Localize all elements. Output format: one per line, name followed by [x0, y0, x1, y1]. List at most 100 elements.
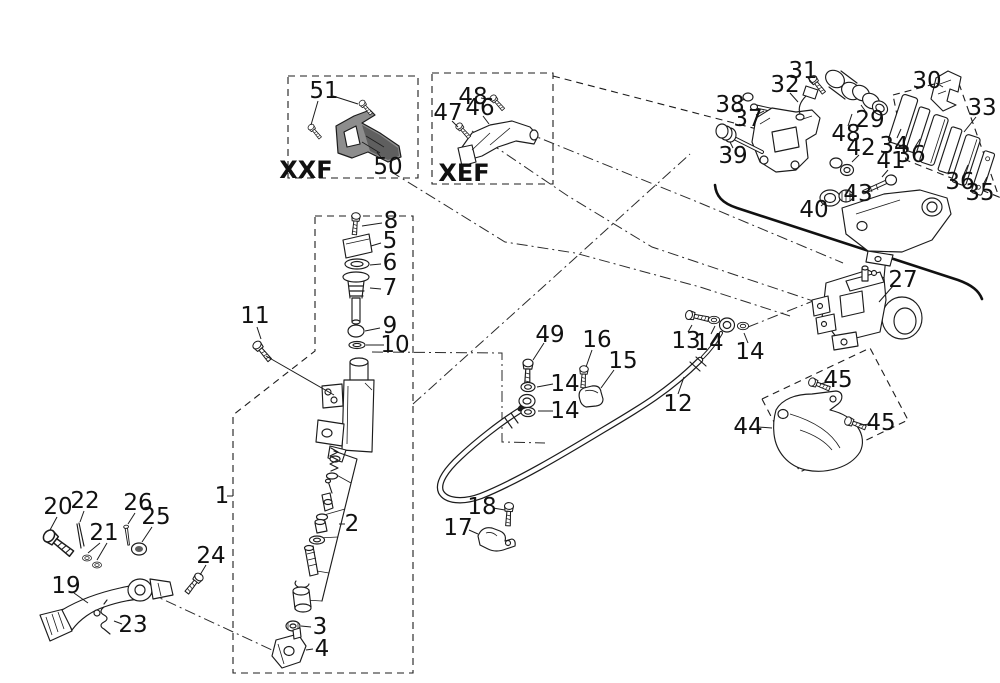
- callout-leader-line: [482, 115, 490, 125]
- callout-leader-line: [710, 325, 716, 335]
- section-divider-curve: [713, 183, 984, 301]
- callout-leader-line: [677, 376, 685, 395]
- callout-leader-line: [113, 620, 123, 625]
- section-label-xxf: XXF: [279, 156, 332, 184]
- banjo-bolt-13: [684, 309, 710, 325]
- callout-leader-line: [87, 542, 101, 554]
- part-callout-14: 14: [694, 330, 723, 356]
- screw-18: [502, 501, 515, 527]
- part-callout-35: 35: [965, 180, 994, 206]
- part-callout-19: 19: [51, 573, 80, 599]
- cotter-pin-22: [76, 522, 85, 549]
- part-callout-31: 31: [788, 58, 817, 84]
- callout-leader-line: [914, 138, 921, 148]
- caliper-assembled-27: [811, 265, 923, 351]
- part-callout-37: 37: [733, 106, 762, 132]
- callout-leader-line: [79, 510, 85, 523]
- callout-leader-line: [729, 141, 734, 149]
- part-callout-49: 49: [535, 322, 564, 348]
- part-callout-47: 47: [433, 100, 462, 126]
- part-callout-12: 12: [663, 391, 692, 417]
- master-cylinder-group-box: [232, 215, 414, 674]
- plug-38: [742, 92, 754, 102]
- part-callout-42: 42: [846, 135, 875, 161]
- callout-leader-line: [370, 242, 382, 247]
- part-callout-9: 9: [383, 313, 398, 339]
- disc-guard-44: [773, 390, 864, 472]
- master-cylinder-body: [315, 357, 375, 463]
- washer-14d: [736, 321, 750, 331]
- part-callout-1: 1: [215, 483, 230, 509]
- part-callout-10: 10: [380, 332, 409, 358]
- seal-kit-29: [852, 84, 889, 116]
- part-callout-34: 34: [879, 133, 908, 159]
- part-callout-48: 48: [458, 84, 487, 110]
- callout-leader-line: [755, 110, 765, 116]
- callout-leader-line: [305, 648, 314, 651]
- callout-leader-line: [73, 592, 89, 604]
- callout-leader-line: [600, 369, 615, 389]
- screw-11: [250, 338, 274, 364]
- grommet-9: [347, 324, 365, 338]
- leader-lines: [49, 77, 988, 651]
- part-callout-18: 18: [467, 494, 496, 520]
- part-callout-8: 8: [384, 208, 399, 234]
- part-callout-41: 41: [876, 148, 905, 174]
- diaphragm-7: [342, 271, 370, 325]
- part-callout-36: 36: [896, 142, 925, 168]
- part-callout-14: 14: [735, 339, 764, 365]
- caliper-carrier-bracket: [841, 189, 952, 267]
- bolt-16: [578, 365, 589, 389]
- part-callout-38: 38: [715, 92, 744, 118]
- part-callout-46: 46: [465, 95, 494, 121]
- part-callout-13: 13: [671, 328, 700, 354]
- part-callout-3: 3: [313, 614, 328, 640]
- part-callout-40: 40: [799, 197, 828, 223]
- callout-leader-line: [141, 526, 153, 543]
- callout-leader-line: [687, 324, 693, 333]
- section-label-xef: XEF: [438, 159, 489, 187]
- callout-leader-line: [860, 104, 867, 113]
- part-caliper-bracket-46: [457, 120, 539, 167]
- callout-leader-line: [536, 383, 554, 388]
- part-callout-45: 45: [823, 367, 852, 393]
- part-callout-16: 16: [582, 327, 611, 353]
- banjo-bolt-49: [521, 358, 534, 386]
- part-callout-32: 32: [770, 72, 799, 98]
- callout-leader-line: [265, 355, 335, 396]
- part-callout-29: 29: [855, 107, 884, 133]
- callout-leader-line: [369, 263, 382, 266]
- part-callout-4: 4: [315, 636, 330, 662]
- part-callout-20: 20: [43, 494, 72, 520]
- callout-leader-line: [256, 326, 262, 340]
- part-callout-51: 51: [309, 78, 338, 104]
- projection-lines: [146, 123, 844, 651]
- callout-leader-line: [878, 285, 894, 303]
- callout-leader-line: [743, 332, 749, 344]
- part-callout-44: 44: [733, 414, 762, 440]
- part-callout-15: 15: [608, 348, 637, 374]
- callout-leader-line: [963, 116, 977, 133]
- callout-leader-line: [451, 120, 459, 128]
- callout-leader-line: [492, 507, 506, 511]
- part-callout-5: 5: [383, 228, 398, 254]
- part-callout-25: 25: [141, 504, 170, 530]
- spring: [329, 447, 339, 472]
- callout-leader-line: [737, 98, 746, 103]
- callout-leader-line: [364, 327, 381, 332]
- callout-leader-line: [820, 200, 828, 207]
- part-callout-26: 26: [123, 490, 152, 516]
- bolt-8: [349, 211, 362, 236]
- kit-bracket-line: [321, 450, 358, 602]
- callout-leader-line: [310, 100, 319, 126]
- part-callout-22: 22: [70, 488, 99, 514]
- pad-34: [887, 93, 919, 147]
- part-callout-11: 11: [240, 303, 269, 329]
- slide-bolt-39: [715, 123, 764, 154]
- callout-leader-line: [369, 287, 382, 290]
- pad-pin-37: [749, 103, 759, 111]
- clevis-4: [271, 627, 307, 669]
- callout-leader-line: [819, 381, 829, 385]
- callout-leader-line: [532, 342, 545, 361]
